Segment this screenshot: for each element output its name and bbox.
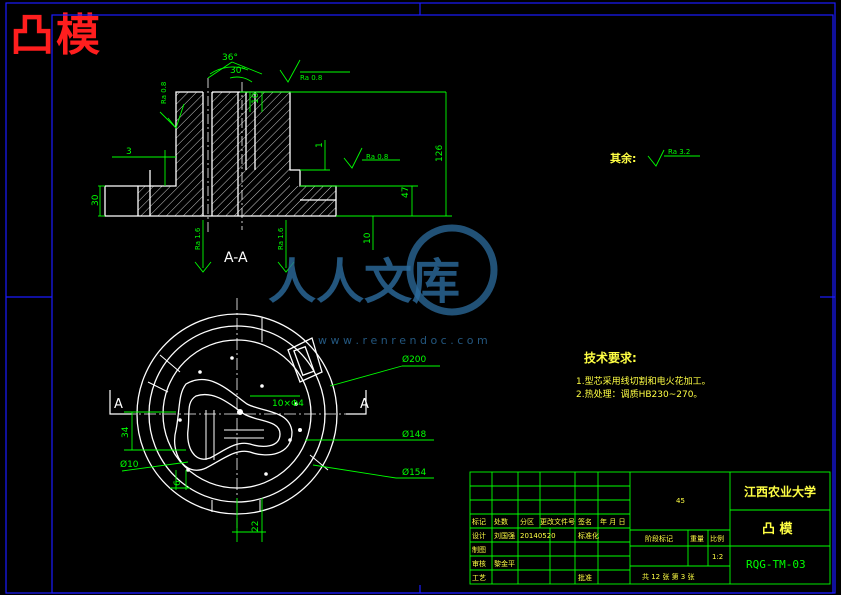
scale-value: 1:2 [712,553,723,561]
dim-angle1: 36° [222,53,238,63]
dim-dia154: Ø154 [402,467,427,478]
dim-1: 1 [315,142,325,148]
plan-view: A A Ø200 Ø148 Ø154 10×Φ4 Ø1 [109,298,440,542]
hatch-fill [138,92,336,216]
rev-h2: 处数 [494,517,508,526]
dim-22: 22 [251,521,261,532]
ra-16-left: Ra 1.6 [194,227,202,250]
design-date: 20140520 [520,532,556,540]
watermark-text: 人人文库 [268,254,460,310]
section-dim-texts: 36° 30° 3 30 10 1 47 126 10 [91,53,445,244]
dim-hole: 10×Φ4 [272,399,304,409]
dim-dia200: Ø200 [402,354,427,365]
dim-6: 6 [173,480,183,486]
watermark: 人人文库 w w w . r e n r e n d o c . c o m [268,224,498,347]
plan-gaps [147,318,329,512]
ra-16-right: Ra 1.6 [277,227,285,250]
roughness-rest-label: 其余: [610,151,636,165]
watermark-url: w w w . r e n r e n d o c . c o m [318,334,488,347]
drawing-title: 凸模 [10,10,102,61]
tech-requirements: 技术要求: 1.型芯采用线切割和电火花加工。 2.热处理：调质HB230~270… [576,350,711,400]
plan-dim-texts: Ø200 Ø148 Ø154 10×Φ4 Ø10 34 6 22 [120,354,427,532]
dim-dia148: Ø148 [402,429,427,440]
part-name: 凸 模 [762,521,794,537]
roughness-rest-value: Ra 3.2 [668,148,690,156]
plan-center-lines [124,298,352,528]
roughness-symbols [159,59,700,273]
row-process: 工艺 [472,574,486,582]
weight-label: 重量 [690,535,704,543]
row-std: 标准化 [578,531,599,540]
rev-h5: 签名 [578,517,592,526]
stage-mark: 阶段标记 [645,534,673,543]
center-lines [207,78,243,232]
roughness-texts: Ra 0.8 Ra 0.8 Ra 0.8 Ra 1.6 Ra 1.6 [160,74,388,250]
dim-angle2: 30° [230,66,246,76]
rev-h4: 更改文件号 [540,517,575,526]
checker: 黎金平 [494,559,515,568]
title-block-labels: 标记 处数 分区 更改文件号 签名 年 月 日 设计 刘国强 20140520 … [472,497,724,582]
ra-08-top: Ra 0.8 [300,74,322,82]
row-approve: 批准 [578,573,592,582]
section-label: A-A [224,250,248,266]
title-block: 标记 处数 分区 更改文件号 签名 年 月 日 设计 刘国强 20140520 … [469,471,831,585]
scale-label: 比例 [710,534,724,543]
section-markers [109,390,367,415]
dim-34: 34 [121,426,131,438]
drawing-number: RQG-TM-03 [746,558,806,571]
row-check: 审核 [472,559,486,568]
dim-10b: 10 [363,232,373,244]
tech-item-1: 1.型芯采用线切割和电火花加工。 [576,375,711,387]
dim-3: 3 [126,147,132,157]
rev-h6: 年 月 日 [600,517,625,526]
dim-dia10: Ø10 [120,459,139,470]
plan-dimension-lines [121,365,440,542]
pin-holes [178,356,302,476]
school-name: 江西农业大学 [744,484,816,499]
section-view: 36° 30° 3 30 10 1 47 126 10 Ra 0.8 Ra 0.… [91,53,700,273]
dim-30: 30 [91,194,101,206]
material: 45 [676,497,685,505]
sheet-count: 共 12 张 第 3 张 [642,572,695,581]
section-mark-right: A [360,397,369,412]
rev-h1: 标记 [472,517,486,526]
designer: 刘国强 [494,531,515,540]
dim-47: 47 [401,187,411,198]
row-draw: 制图 [472,545,486,554]
tech-item-2: 2.热处理：调质HB230~270。 [576,388,702,400]
section-dimension-lines [98,61,452,250]
dim-10a: 10 [251,92,261,104]
tech-heading: 技术要求: [584,350,637,365]
ra-08-right: Ra 0.8 [366,153,388,161]
ra-08-left: Ra 0.8 [160,82,168,104]
rev-h3: 分区 [520,517,534,526]
dim-126: 126 [435,145,445,162]
section-mark-left: A [114,397,123,412]
row-design: 设计 [472,531,486,540]
title-block-grid [469,471,831,585]
drawing-frame [5,2,836,594]
